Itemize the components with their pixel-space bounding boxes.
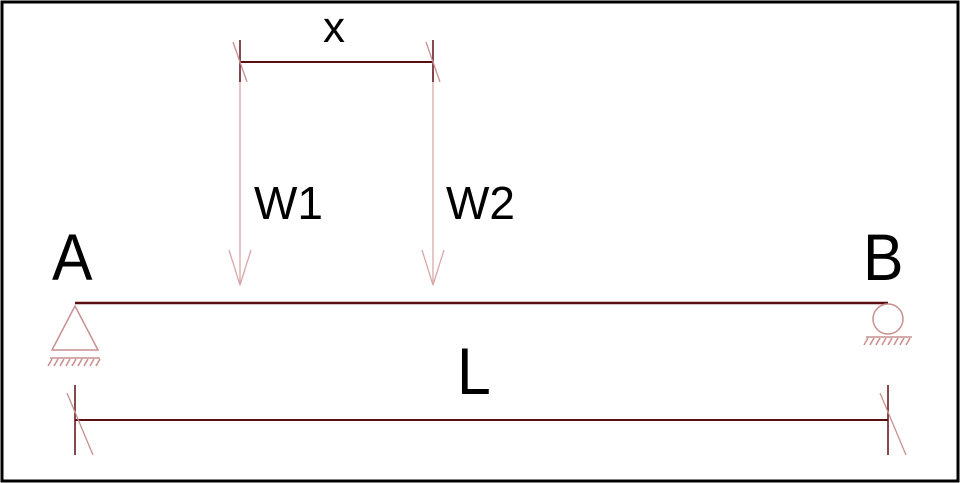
load-arrow-w2	[421, 72, 445, 286]
roller-support-b	[863, 303, 912, 346]
spacing-label-x: x	[323, 3, 345, 52]
load-arrow-w1	[228, 72, 252, 286]
span-label-l: L	[457, 334, 491, 408]
load-label-w2: W2	[446, 177, 515, 229]
support-label-a: A	[52, 220, 93, 294]
dimension-x	[232, 40, 441, 83]
pin-support-a	[47, 304, 101, 367]
support-label-b: B	[863, 220, 904, 294]
load-label-w1: W1	[254, 177, 323, 229]
dimension-l	[66, 385, 907, 456]
